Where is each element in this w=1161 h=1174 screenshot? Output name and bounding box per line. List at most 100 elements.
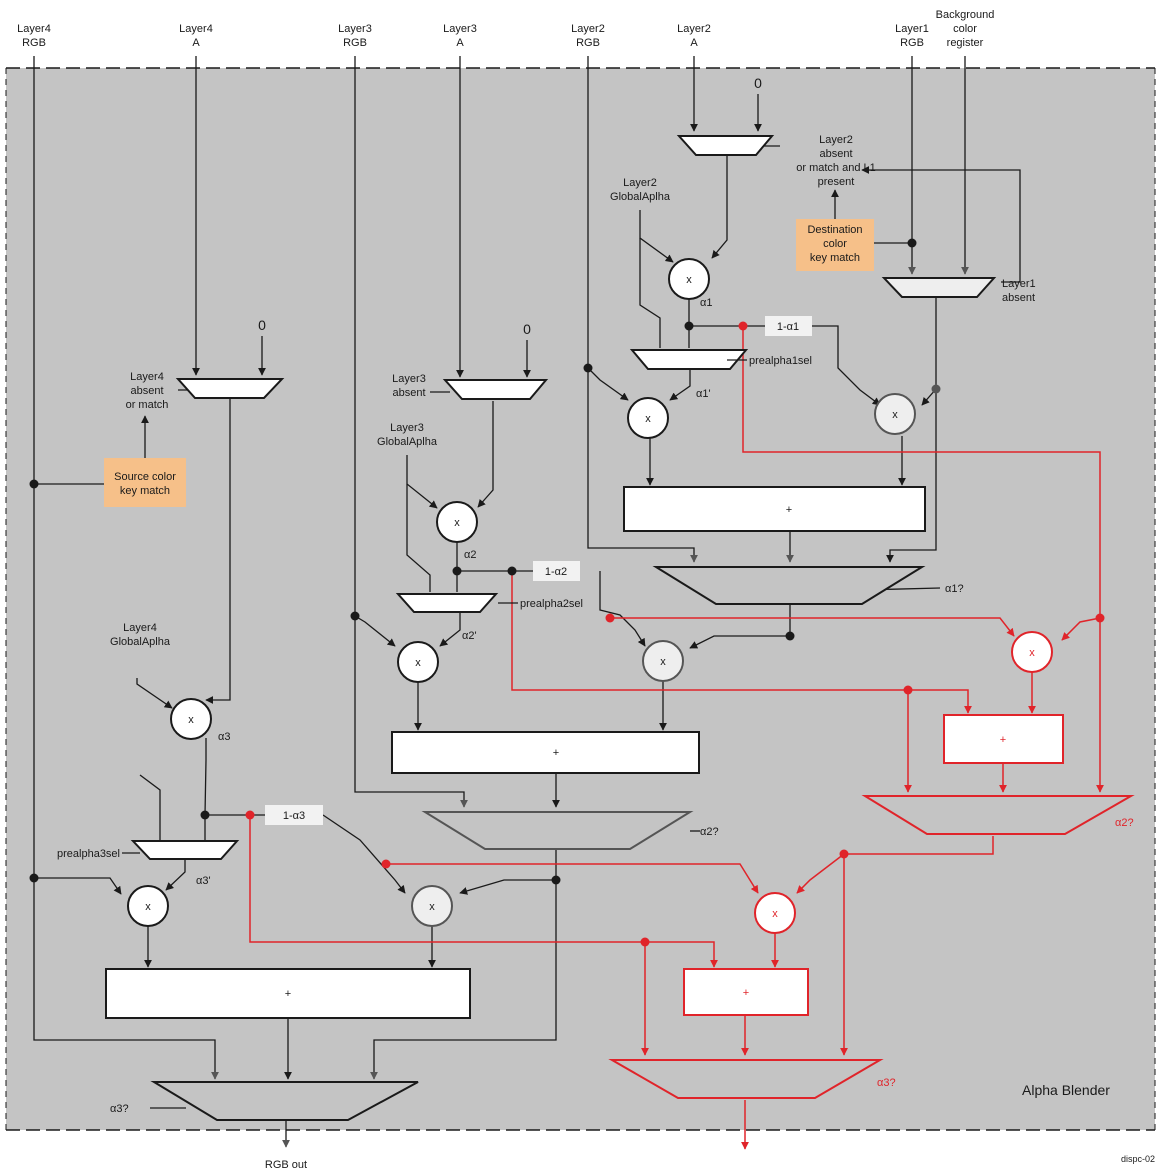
adder-3 xyxy=(105,968,471,1019)
alpha-labels: α1 α1' α2 α2' α3 α3' α1? α2? α3? α2? α3? xyxy=(110,297,1134,1115)
svg-text:x: x xyxy=(429,901,435,913)
svg-text:key match: key match xyxy=(120,485,170,497)
box-one-minus-a2 xyxy=(533,561,580,581)
svg-text:x: x xyxy=(892,409,898,421)
adder-2 xyxy=(391,731,700,774)
mult-alpha-red-2 xyxy=(1011,631,1053,673)
mult-acc-2 xyxy=(642,640,684,682)
svg-text:α3?: α3? xyxy=(877,1077,896,1089)
svg-text:0: 0 xyxy=(754,75,762,91)
svg-text:x: x xyxy=(415,657,421,669)
svg-text:α1?: α1? xyxy=(945,583,964,595)
multipliers xyxy=(127,258,1053,934)
l4a-label-1: Layer4 xyxy=(179,23,213,35)
mux-prealpha1sel xyxy=(629,349,749,370)
svg-text:key match: key match xyxy=(810,252,860,264)
svg-text:Layer2: Layer2 xyxy=(819,134,853,146)
svg-text:1-α2: 1-α2 xyxy=(545,566,567,578)
svg-text:GlobalAplha: GlobalAplha xyxy=(610,191,671,203)
box-one-minus-a1 xyxy=(765,316,812,336)
mux-alpha2q-red xyxy=(861,795,1135,835)
mux-alpha2q xyxy=(421,811,694,850)
multiplier-symbols: x x x x x x x x x x x xyxy=(145,274,1035,920)
mux-alpha3q-red xyxy=(608,1059,884,1099)
mux-layer3-alpha xyxy=(442,379,549,400)
mux-rgb-out xyxy=(150,1081,419,1121)
svg-text:+: + xyxy=(553,747,559,759)
black-wires xyxy=(33,56,1021,1148)
key-match-boxes: Destination color key match Source color… xyxy=(104,219,874,507)
l2rgb-label-2: RGB xyxy=(576,37,600,49)
adder-red-3 xyxy=(683,968,809,1016)
svg-text:x: x xyxy=(660,656,666,668)
svg-text:x: x xyxy=(772,908,778,920)
mult-alpha-red-3 xyxy=(754,892,796,934)
mux-layer2-alpha xyxy=(676,135,775,156)
svg-text:α2?: α2? xyxy=(1115,817,1134,829)
mux-layer4-alpha xyxy=(175,378,285,399)
l4a-label-2: A xyxy=(192,37,200,49)
mult-alpha1 xyxy=(668,258,710,300)
l2a-label-1: Layer2 xyxy=(677,23,711,35)
alpha-blender-title: Alpha Blender xyxy=(1022,1082,1110,1098)
multiplexers xyxy=(130,135,1135,1121)
svg-text:absent: absent xyxy=(1002,292,1035,304)
source-key-box xyxy=(104,458,186,507)
svg-text:+: + xyxy=(743,987,749,999)
adder-red-2 xyxy=(943,714,1064,764)
input-labels: Layer4 RGB Layer4 A Layer3 RGB Layer3 A … xyxy=(17,9,994,49)
svg-text:α3?: α3? xyxy=(110,1103,129,1115)
l1rgb-label-1: Layer1 xyxy=(895,23,929,35)
mult-alpha2 xyxy=(436,501,478,543)
bg-label-2: color xyxy=(953,23,977,35)
l4rgb-label-2: RGB xyxy=(22,37,46,49)
mux-condition-labels: Layer2 absent or match and L1 present La… xyxy=(126,134,1036,411)
svg-text:α3': α3' xyxy=(196,875,211,887)
svg-text:+: + xyxy=(285,988,291,1000)
mult-alpha3 xyxy=(170,698,212,740)
svg-text:1-α1: 1-α1 xyxy=(777,321,799,333)
rgb-out-label: RGB out xyxy=(265,1159,307,1171)
one-minus-alpha-boxes: 1-α1 1-α2 1-α3 xyxy=(265,316,812,825)
figure-id: dispc-02 xyxy=(1121,1154,1155,1164)
svg-text:α2: α2 xyxy=(464,549,476,561)
svg-text:0: 0 xyxy=(258,317,266,333)
mult-layer1-rgb xyxy=(874,393,916,435)
svg-text:prealpha2sel: prealpha2sel xyxy=(520,598,583,610)
svg-text:α2': α2' xyxy=(462,630,477,642)
l1rgb-label-2: RGB xyxy=(900,37,924,49)
svg-text:Layer4: Layer4 xyxy=(123,622,157,634)
mux-layer1 xyxy=(881,277,997,298)
svg-text:or match: or match xyxy=(126,399,169,411)
mux-prealpha3sel xyxy=(130,840,240,860)
svg-text:α2?: α2? xyxy=(700,826,719,838)
svg-text:or match and L1: or match and L1 xyxy=(796,162,876,174)
svg-text:GlobalAplha: GlobalAplha xyxy=(110,636,171,648)
svg-text:GlobalAplha: GlobalAplha xyxy=(377,436,438,448)
prealpha-sel-labels: prealpha1sel prealpha2sel prealpha3sel xyxy=(57,355,812,860)
l4rgb-label-1: Layer4 xyxy=(17,23,51,35)
svg-text:prealpha1sel: prealpha1sel xyxy=(749,355,812,367)
svg-text:x: x xyxy=(686,274,692,286)
svg-text:α3: α3 xyxy=(218,731,230,743)
svg-text:present: present xyxy=(818,176,855,188)
adder-1 xyxy=(623,486,926,532)
svg-text:x: x xyxy=(645,413,651,425)
zero-labels: 0 0 0 xyxy=(258,75,762,337)
destination-key-box xyxy=(796,219,874,271)
svg-text:Source color: Source color xyxy=(114,471,176,483)
svg-text:Layer3: Layer3 xyxy=(392,373,426,385)
red-wires xyxy=(249,326,1104,1150)
global-alpha-labels: Layer2 GlobalAplha Layer3 GlobalAplha La… xyxy=(110,177,671,648)
svg-text:+: + xyxy=(1000,734,1006,746)
mult-layer4-rgb xyxy=(127,885,169,927)
svg-text:prealpha3sel: prealpha3sel xyxy=(57,848,120,860)
svg-text:x: x xyxy=(1029,647,1035,659)
svg-text:absent: absent xyxy=(392,387,425,399)
l2rgb-label-1: Layer2 xyxy=(571,23,605,35)
svg-text:α1: α1 xyxy=(700,297,712,309)
mult-layer3-rgb xyxy=(397,641,439,683)
l3rgb-label-2: RGB xyxy=(343,37,367,49)
junction-dots xyxy=(29,238,1105,947)
